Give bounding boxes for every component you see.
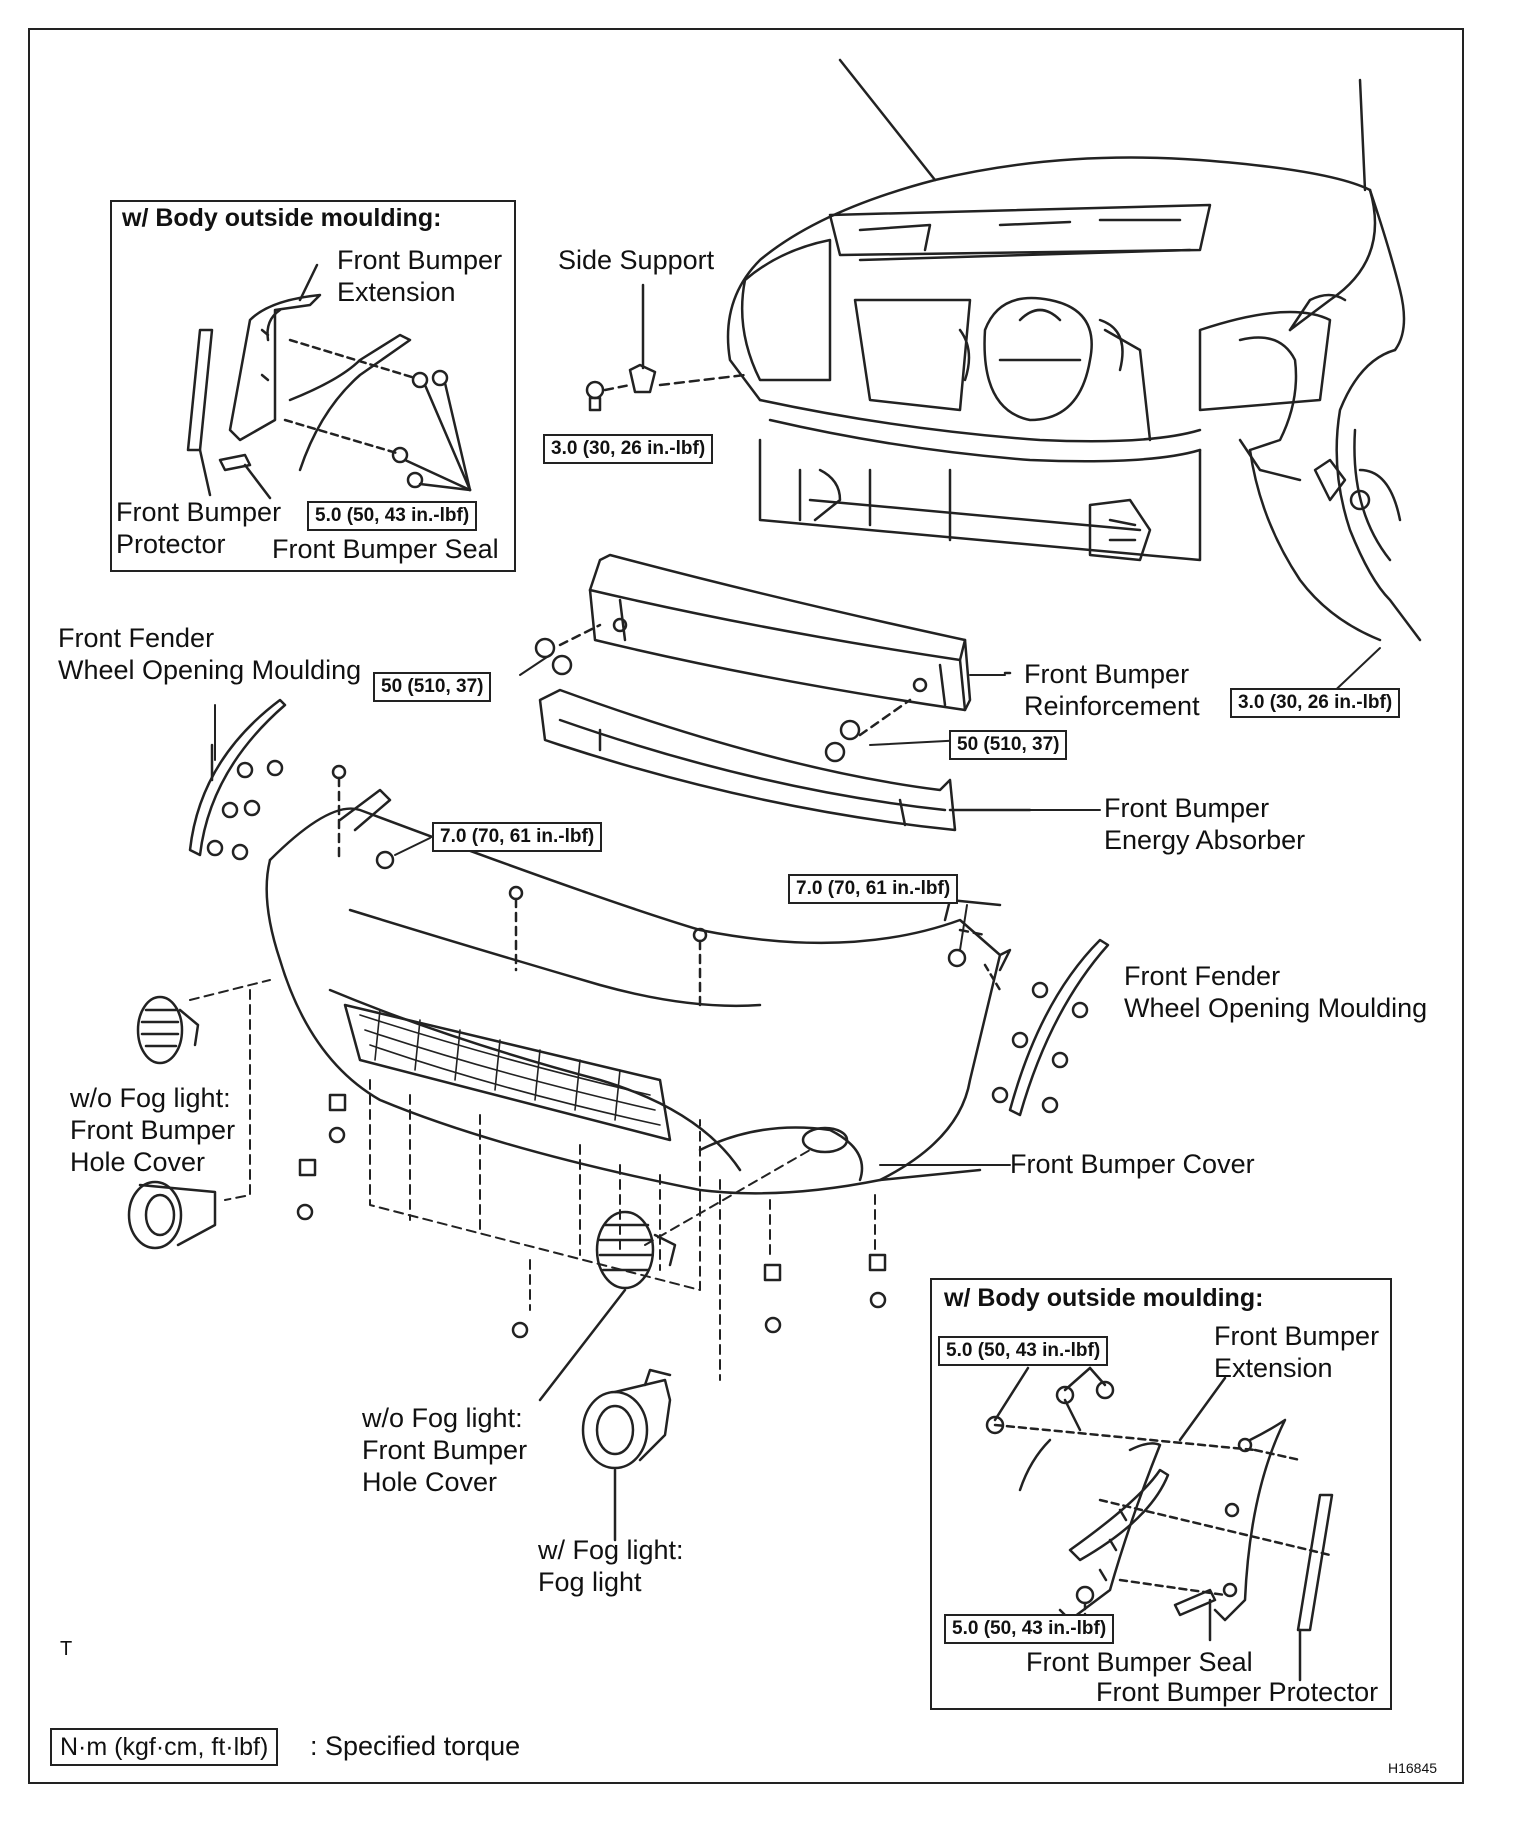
hole-cover-center-drawing [538, 1210, 677, 1402]
fasteners [296, 764, 987, 1339]
inset-top [110, 200, 516, 572]
bumper-grille-mesh [359, 1009, 661, 1126]
assembly-dashed-lines [189, 979, 876, 1381]
front-bumper-cover [265, 788, 1012, 1195]
inset-bottom-seal-label: Front Bumper Seal [1026, 1647, 1253, 1677]
inset-top-title: w/ Body outside moulding: [122, 204, 442, 232]
fender-moulding-left-drawing [188, 698, 287, 861]
inset-top-drawing [186, 263, 472, 500]
torque-right-box: 3.0 (30, 26 in.-lbf) [1230, 688, 1401, 718]
figure-code: H16845 [1388, 1760, 1438, 1776]
side-support-bracket [585, 283, 747, 412]
front-bumper-reinforcement [534, 553, 1012, 763]
side-support-label: Side Support [558, 245, 715, 275]
fender-moulding-right-drawing [983, 938, 1110, 1117]
inset-bottom-protector-label: Front Bumper Protector [1096, 1677, 1379, 1707]
inset-bottom [930, 1278, 1392, 1710]
fog-light-label: w/ Fog light:Fog light [538, 1535, 684, 1597]
bumper-cover-label: Front Bumper Cover [1010, 1149, 1255, 1179]
torque-reinforcement-right-box: 50 (510, 37) [949, 730, 1068, 760]
inset-bottom-torque-top-box: 5.0 (50, 43 in.-lbf) [938, 1336, 1109, 1366]
torque-cover-left-box: 7.0 (70, 61 in.-lbf) [432, 822, 603, 852]
hole-cover-left-drawing [136, 995, 200, 1065]
torque-side-support-box: 3.0 (30, 26 in.-lbf) [543, 434, 714, 464]
legend-unit-box: N·m (kgf·cm, ft·lbf) [50, 1728, 279, 1766]
inset-bottom-torque-bottom-box: 5.0 (50, 43 in.-lbf) [944, 1614, 1115, 1644]
torque-cover-right-box: 7.0 (70, 61 in.-lbf) [788, 874, 959, 904]
torque-reinforcement-left-box: 50 (510, 37) [373, 672, 492, 702]
inset-bottom-title: w/ Body outside moulding: [944, 1284, 1264, 1312]
inset-bottom-drawing [985, 1366, 1334, 1682]
leader-lines [214, 647, 1381, 1166]
inset-top-torque-box: 5.0 (50, 43 in.-lbf) [307, 501, 478, 531]
corner-mark: T [60, 1638, 73, 1660]
diagram-frame [28, 28, 1464, 1784]
inset-top-seal-label: Front Bumper Seal [272, 534, 499, 564]
fog-light-center-drawing [581, 1368, 672, 1542]
front-bumper-energy-absorber [538, 688, 1032, 832]
fog-light-left-drawing [127, 1180, 217, 1250]
vehicle-front-body [726, 58, 1422, 642]
legend-text: : Specified torque [310, 1731, 521, 1761]
